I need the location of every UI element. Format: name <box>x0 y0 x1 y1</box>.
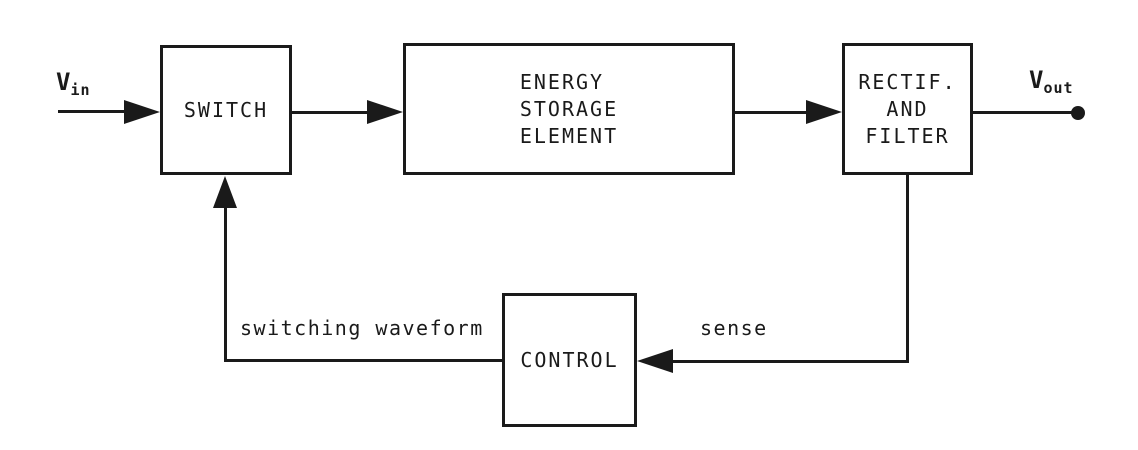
energy-storage-block: ENERGY STORAGE ELEMENT <box>403 43 735 175</box>
rectifier-sense-down-wire <box>906 173 909 363</box>
energy-to-rectifier-arrowhead-icon <box>806 100 842 124</box>
feedback-to-switch-wire <box>224 205 227 362</box>
switch-to-energy-arrowhead-icon <box>367 100 403 124</box>
rectifier-label-line-2: AND <box>886 96 929 121</box>
energy-storage-label-line-2: STORAGE <box>519 96 619 121</box>
rectifier-filter-block: RECTIF. AND FILTER <box>842 43 973 175</box>
feedback-to-switch-arrowhead-icon <box>213 176 237 208</box>
rectifier-label-line-3: FILTER <box>865 123 950 148</box>
vout-label-subscript: out <box>1043 79 1074 97</box>
energy-storage-label-line-1: ENERGY <box>519 69 605 94</box>
switch-block-label: SWITCH <box>183 97 269 122</box>
control-output-wire <box>225 359 502 362</box>
control-block-label: CONTROL <box>520 347 619 372</box>
control-block: CONTROL <box>502 293 637 427</box>
sense-label: sense <box>700 316 768 340</box>
vin-input-wire <box>58 110 128 113</box>
switching-waveform-label: switching waveform <box>240 316 484 340</box>
energy-storage-label-line-3: ELEMENT <box>519 123 619 148</box>
vout-label: Vout <box>1029 66 1074 97</box>
vout-terminal-dot <box>1071 106 1085 120</box>
energy-storage-block-label: ENERGY STORAGE ELEMENT <box>520 69 618 150</box>
switch-block: SWITCH <box>160 45 292 175</box>
vout-label-base: V <box>1029 66 1044 94</box>
vin-label: Vin <box>56 68 91 99</box>
sense-to-control-wire <box>673 360 909 363</box>
vin-label-base: V <box>56 68 71 96</box>
rectifier-label-line-1: RECTIF. <box>858 69 957 94</box>
switch-to-energy-wire <box>292 111 370 114</box>
vin-arrowhead-icon <box>124 100 160 124</box>
energy-to-rectifier-wire <box>735 111 809 114</box>
sense-to-control-arrowhead-icon <box>637 349 673 373</box>
rectifier-to-vout-wire <box>973 111 1075 114</box>
rectifier-filter-block-label: RECTIF. AND FILTER <box>858 69 956 150</box>
vin-label-subscript: in <box>70 81 91 99</box>
